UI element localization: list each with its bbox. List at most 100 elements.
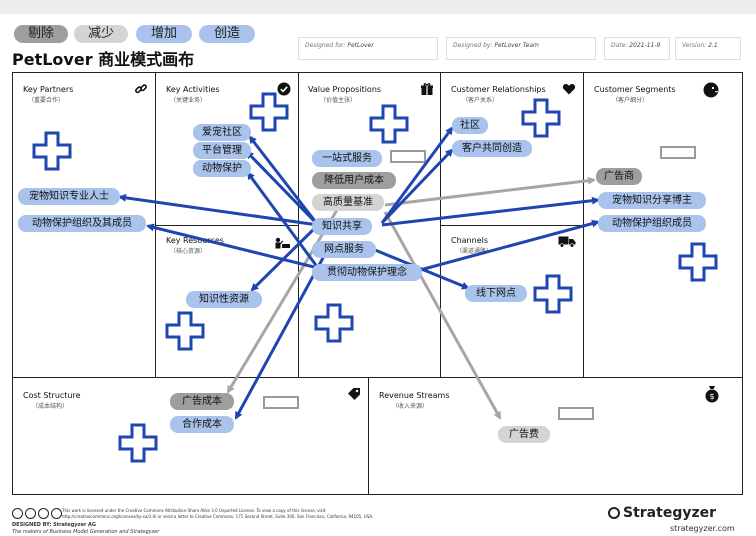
note-knowledge-resources[interactable]: 知识性资源 bbox=[186, 291, 262, 308]
arrow-vp-to-advertiser bbox=[384, 176, 596, 207]
divider bbox=[298, 72, 299, 377]
note-outlet-service[interactable]: 网点服务 bbox=[312, 241, 376, 258]
divider bbox=[440, 72, 441, 377]
value-propositions-subtitle: （价值主张） bbox=[320, 97, 357, 104]
empty-box bbox=[390, 150, 426, 163]
divider bbox=[155, 72, 156, 377]
note-lower-user-cost[interactable]: 降低用户成本 bbox=[312, 172, 396, 189]
add-marker-icon bbox=[678, 242, 718, 282]
divider bbox=[155, 225, 298, 226]
date-value: 2021-11-9 bbox=[629, 42, 661, 49]
divider bbox=[12, 377, 743, 378]
arrow-knowledge-to-community-rel bbox=[380, 126, 454, 224]
channels-subtitle: （渠道通路） bbox=[456, 248, 493, 255]
add-marker-icon bbox=[533, 274, 573, 314]
version-field[interactable]: Version: 2.1 bbox=[675, 37, 741, 60]
key-partners-subtitle: （重要合作） bbox=[28, 97, 65, 104]
reduce-button[interactable]: 减少 bbox=[74, 25, 128, 43]
revenue-streams-subtitle: （收入来源） bbox=[392, 403, 429, 410]
by-icon bbox=[25, 508, 36, 519]
designed-by-label: Designed by: bbox=[453, 42, 493, 49]
key-activities-title: Key Activities bbox=[166, 85, 220, 94]
license-icons bbox=[12, 508, 62, 519]
strategyzer-brand: Strategyzer bbox=[623, 505, 717, 521]
money-bag-icon: $ bbox=[704, 385, 720, 403]
designed-by-value: PetLover Team bbox=[494, 42, 539, 49]
add-button[interactable]: 增加 bbox=[136, 25, 192, 43]
arrow-vp-to-ad-revenue bbox=[383, 211, 502, 420]
add-marker-icon bbox=[369, 104, 409, 144]
add-marker-icon bbox=[32, 131, 72, 171]
note-cooperation-cost[interactable]: 合作成本 bbox=[170, 416, 234, 433]
empty-box bbox=[263, 396, 299, 409]
divider bbox=[440, 225, 583, 226]
arrow-knowledge-to-expert bbox=[118, 193, 319, 227]
note-platform-management[interactable]: 平台管理 bbox=[193, 142, 251, 159]
designed-for-field[interactable]: Designed for: PetLover bbox=[298, 37, 438, 60]
revenue-streams-title: Revenue Streams bbox=[379, 391, 450, 400]
cc-icon bbox=[12, 508, 23, 519]
note-one-stop-service[interactable]: 一站式服务 bbox=[312, 150, 382, 167]
tag-icon bbox=[347, 387, 361, 401]
key-activities-subtitle: （关键业务） bbox=[170, 97, 207, 104]
add-marker-icon bbox=[165, 311, 205, 351]
note-pet-bloggers[interactable]: 宠物知识分享博主 bbox=[598, 192, 706, 209]
arrow-protection-to-segment bbox=[419, 219, 600, 272]
truck-icon bbox=[558, 234, 576, 248]
cost-structure-subtitle: （成本结构） bbox=[32, 403, 69, 410]
arrow-knowledge-to-community bbox=[248, 135, 320, 226]
note-pet-knowledge-experts[interactable]: 宠物知识专业人士 bbox=[18, 188, 120, 205]
note-animal-protection-orgs[interactable]: 动物保护组织及其成员 bbox=[18, 215, 146, 232]
strategyzer-logo: Strategyzer bbox=[608, 505, 716, 521]
note-community[interactable]: 社区 bbox=[452, 117, 488, 134]
customer-segments-title: Customer Segments bbox=[594, 85, 676, 94]
add-marker-icon bbox=[521, 98, 561, 138]
strategyzer-logo-icon bbox=[608, 507, 620, 519]
add-marker-icon bbox=[314, 303, 354, 343]
date-label: Date: bbox=[611, 42, 628, 49]
note-high-quality-standard[interactable]: 高质量基准 bbox=[312, 194, 384, 211]
version-label: Version: bbox=[682, 42, 707, 49]
checkmark-icon bbox=[277, 82, 291, 96]
arrow-knowledge-to-resource bbox=[250, 223, 320, 292]
arrow-protection-to-animal bbox=[246, 171, 320, 269]
note-protection-members[interactable]: 动物保护组织成员 bbox=[598, 215, 706, 232]
note-ad-cost[interactable]: 广告成本 bbox=[170, 393, 234, 410]
link-icon bbox=[134, 82, 148, 96]
note-co-creation[interactable]: 客户共同创造 bbox=[452, 140, 532, 157]
add-marker-icon bbox=[249, 92, 289, 132]
gift-icon bbox=[420, 82, 434, 96]
create-button[interactable]: 创造 bbox=[199, 25, 255, 43]
note-pet-community[interactable]: 爱宠社区 bbox=[193, 124, 251, 141]
customer-segments-subtitle: （客户细分） bbox=[612, 97, 649, 104]
arrow-protection-to-org bbox=[146, 223, 319, 270]
business-model-canvas bbox=[12, 72, 743, 495]
worker-icon bbox=[273, 236, 291, 250]
note-ad-revenue[interactable]: 广告费 bbox=[498, 426, 550, 443]
note-animal-protection[interactable]: 动物保护 bbox=[193, 160, 251, 177]
channels-title: Channels bbox=[451, 236, 489, 245]
delete-button[interactable]: 剔除 bbox=[14, 25, 68, 43]
note-advertisers[interactable]: 广告商 bbox=[596, 168, 642, 185]
key-resources-subtitle: （核心资源） bbox=[170, 248, 207, 255]
svg-text:$: $ bbox=[709, 392, 714, 401]
arrow-knowledge-to-blogger bbox=[381, 196, 600, 227]
customer-relationships-subtitle: （客户关系） bbox=[462, 97, 499, 104]
heart-icon bbox=[562, 82, 576, 96]
license-text: This work is licensed under the Creative… bbox=[62, 508, 326, 513]
note-knowledge-sharing[interactable]: 知识共享 bbox=[312, 218, 372, 235]
designed-for-label: Designed for: bbox=[305, 42, 346, 49]
date-field[interactable]: Date: 2021-11-9 bbox=[604, 37, 670, 60]
divider bbox=[368, 377, 369, 495]
customer-relationships-title: Customer Relationships bbox=[451, 85, 546, 94]
key-partners-title: Key Partners bbox=[23, 85, 74, 94]
note-offline-outlets[interactable]: 线下网点 bbox=[465, 285, 527, 302]
arrow-knowledge-to-co-creation bbox=[380, 148, 454, 225]
add-marker-icon bbox=[118, 423, 158, 463]
sa-icon bbox=[51, 508, 62, 519]
strategyzer-url[interactable]: strategyzer.com bbox=[670, 524, 735, 533]
note-animal-protection-concept[interactable]: 贯彻动物保护理念 bbox=[312, 264, 422, 281]
designed-for-value: PetLover bbox=[347, 42, 374, 49]
nc-icon bbox=[38, 508, 49, 519]
designed-by-field[interactable]: Designed by: PetLover Team bbox=[446, 37, 596, 60]
